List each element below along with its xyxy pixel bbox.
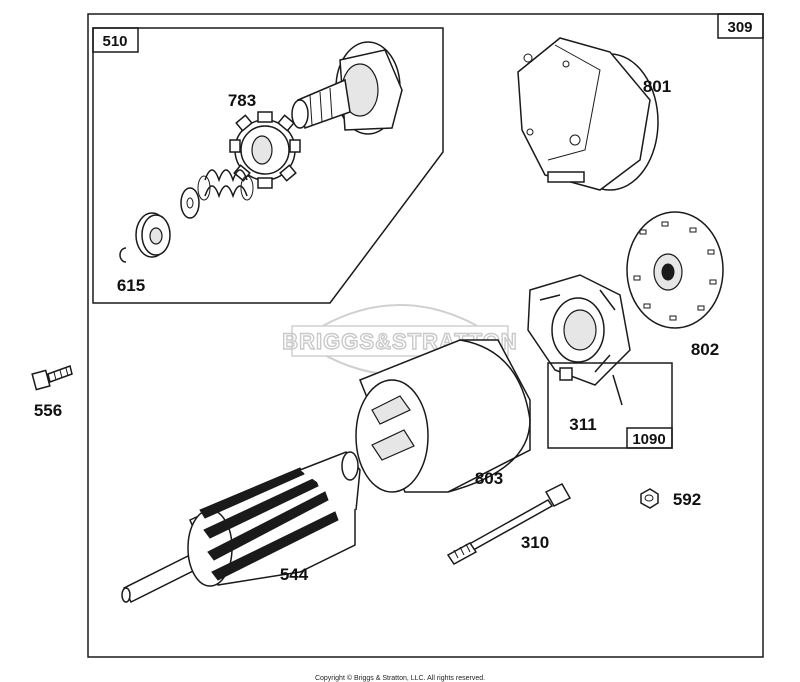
part-label-310: 310 xyxy=(521,533,549,552)
part-label-803: 803 xyxy=(475,469,503,488)
part-label-592: 592 xyxy=(673,490,701,509)
washer-drawing xyxy=(180,187,200,219)
nut-drawing xyxy=(640,488,659,509)
part-label-544: 544 xyxy=(280,565,309,584)
housing-drawing xyxy=(355,339,531,493)
frame-label: 309 xyxy=(727,19,752,36)
part-label-783: 783 xyxy=(228,91,256,110)
screw-drawing xyxy=(31,365,73,391)
diagram-frame xyxy=(87,13,764,658)
stop-collar-drawing xyxy=(135,212,171,258)
sub-box-label: 1090 xyxy=(632,431,665,448)
part-label-556: 556 xyxy=(34,401,62,420)
drive-assembly-drawing xyxy=(291,41,403,135)
brush-plate-disc-drawing xyxy=(626,211,724,329)
brush-holder-drawing xyxy=(527,274,631,406)
frame-label-box: 309 xyxy=(717,13,764,39)
copyright-notice: Copyright © Briggs & Stratton, LLC. All … xyxy=(315,674,485,682)
sub-box-1090: 1090 xyxy=(547,362,673,449)
inset-510: 510 xyxy=(92,27,444,304)
end-cap-drawing xyxy=(517,37,659,191)
retaining-ring-drawing xyxy=(119,247,127,263)
part-label-615: 615 xyxy=(117,276,145,295)
spring-drawing xyxy=(197,169,254,201)
inset-label: 510 xyxy=(102,33,127,50)
part-label-801: 801 xyxy=(643,77,671,96)
part-label-802: 802 xyxy=(691,340,719,359)
pinion-gear-drawing xyxy=(229,111,301,189)
armature-drawing xyxy=(121,451,361,604)
part-label-311: 311 xyxy=(569,415,596,434)
through-bolt-drawing xyxy=(446,483,572,565)
